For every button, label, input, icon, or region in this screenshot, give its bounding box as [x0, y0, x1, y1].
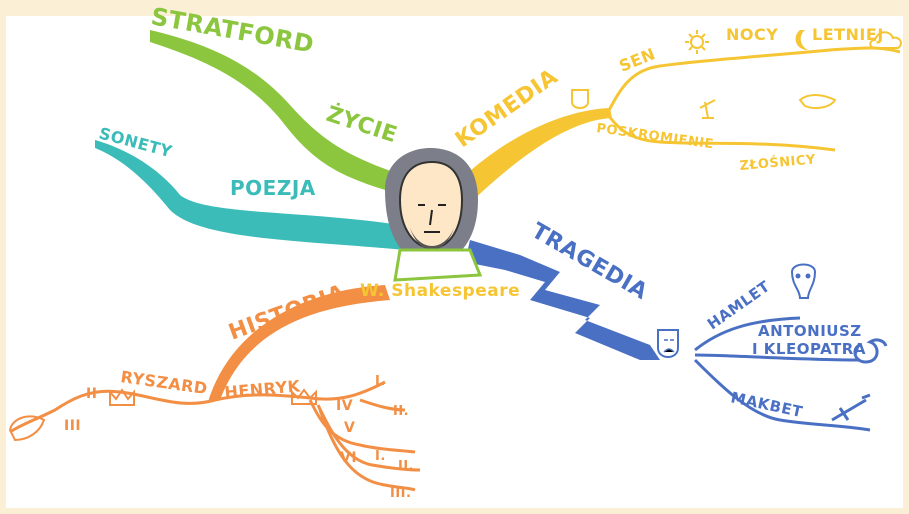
label-antoniusz: ANTONIUSZ: [758, 322, 862, 340]
label-zlosnicy: ZŁOŚNICY: [739, 151, 817, 174]
label-historia: HISTORIA: [226, 280, 349, 345]
fairy-icon: [699, 99, 716, 119]
branch-zycie: [150, 30, 415, 198]
skull-icon: [790, 263, 817, 299]
label-ryszard-iii: III: [64, 418, 81, 434]
label-henryk-v: V: [344, 420, 355, 436]
comedy-tragedy-mask-icon: [657, 329, 679, 358]
snake-icon: [853, 338, 888, 364]
branch-poezja: [95, 140, 405, 250]
label-henryk-vi-2: II.: [398, 459, 414, 474]
cloud-icon: [869, 31, 902, 49]
dagger-icon: [831, 393, 871, 422]
label-ryszard-ii: II: [86, 386, 97, 402]
sun-icon: [685, 30, 709, 54]
branch-komedia-sen: [606, 46, 901, 113]
label-zycie: ŻYCIE: [323, 101, 400, 148]
donkey-icon: [798, 94, 837, 109]
label-henryk-iv-2: II.: [393, 404, 409, 419]
label-henryk-vi: VI: [340, 450, 357, 466]
branch-tragedia: [465, 240, 660, 360]
mask-icon: [571, 89, 589, 109]
label-letniej: LETNIEJ: [812, 25, 884, 44]
branch-historia: [208, 285, 390, 402]
label-henryk-iv-1: I.: [375, 374, 386, 389]
label-poskromienie: POSKROMIENIE: [595, 121, 714, 152]
branch-komedia: [455, 108, 612, 205]
center-label: W. Shakespeare: [360, 281, 520, 301]
label-henryk-vi-3: III.: [390, 486, 411, 501]
label-henryk-iv: IV: [336, 398, 353, 414]
label-sen: SEN: [616, 44, 658, 76]
crown-icon: [109, 388, 317, 406]
label-henryk-vi-1: I.: [375, 449, 386, 464]
label-kleopatra: I KLEOPATRA: [752, 340, 866, 358]
shakespeare-portrait: [385, 148, 483, 282]
label-nocy: NOCY: [726, 25, 778, 44]
label-sonety: SONETY: [97, 124, 174, 162]
label-henryk: HENRYK: [224, 376, 302, 402]
boar-icon: [8, 415, 46, 442]
branch-komedia-poskromienie: [606, 114, 836, 152]
moon-icon: [795, 30, 808, 50]
label-poezja: POEZJA: [230, 176, 316, 200]
branch-tragedia-plays: [693, 316, 871, 432]
